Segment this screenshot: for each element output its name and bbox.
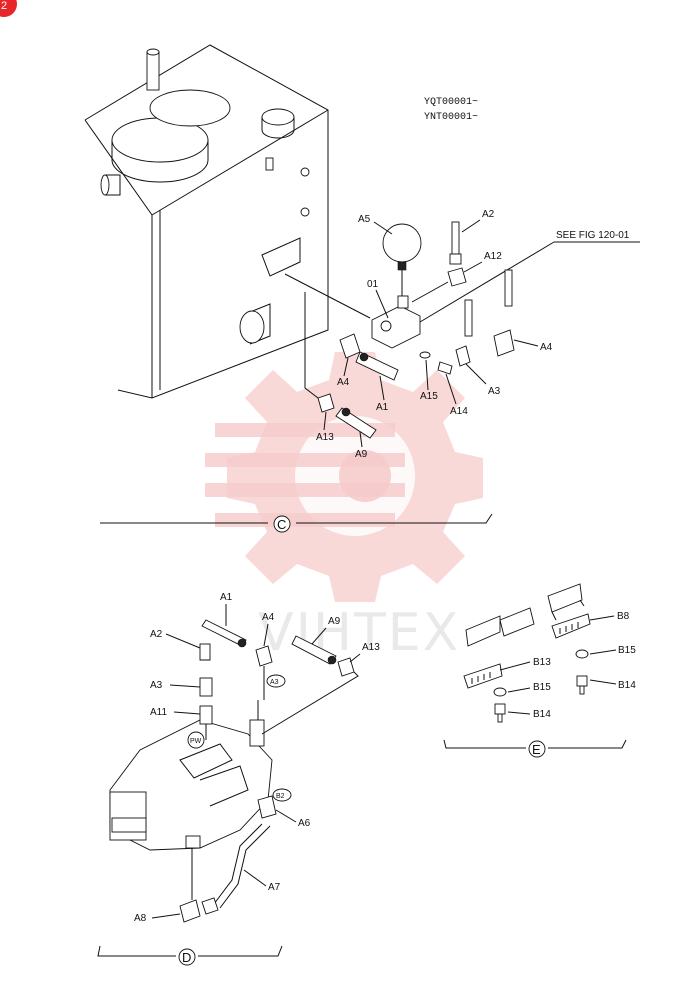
callout-a4-right: A4 [540,342,553,353]
hose-a2 [449,221,462,265]
callout-a3-d: A3 [150,680,163,691]
callout-b15-right: B15 [618,645,636,656]
elbow-a8-d [179,848,219,923]
bracket-set-upper [465,583,585,647]
hydraulic-tank [84,44,371,399]
view-c-marker: C [100,513,493,533]
page-badge: 2 [0,0,17,17]
see-fig-reference: SEE FIG 120-01 [556,230,630,241]
washer-a15 [419,351,431,359]
callout-a3: A3 [488,386,501,397]
elbow-a6-d [257,795,277,819]
watermark-text: VIHTEX [258,603,460,663]
callout-a11-d: A11 [150,707,167,718]
svg-text:A3: A3 [270,679,279,686]
view-e-marker: E [443,739,627,758]
view-e: B8 B13 B15 B15 B14 B14 E [443,583,636,758]
svg-text:PW: PW [190,738,202,745]
plate-b13 [463,663,503,689]
callout-01: 01 [367,279,379,290]
pipe-a9-c [335,407,377,439]
bolt-b14-left [494,703,506,723]
svg-text:B2: B2 [276,793,285,800]
callout-a1-d: A1 [220,592,233,603]
callout-a9-c: A9 [355,449,368,460]
callout-a1: A1 [376,402,389,413]
callout-a4-left: A4 [337,377,350,388]
hydraulic-pump: PW [109,719,273,851]
view-d: PW [97,592,380,966]
callout-a8-d: A8 [134,913,147,924]
see-fig-leader [419,241,640,323]
pipe-a1 [355,351,399,381]
page-badge-label: 2 [1,0,7,12]
accumulator-a5 [382,223,422,296]
view-e-label: E [532,742,541,757]
view-d-label: D [182,950,191,965]
serial-line-2: YNT00001~ [424,112,478,123]
elbow-a12 [411,267,467,303]
callout-a12: A12 [484,251,502,262]
callout-a15: A15 [420,391,438,402]
view-c: A5 A2 A12 01 A4 A4 A1 A15 A14 A3 A13 A9 … [84,44,553,533]
fitting-a13-c [317,393,335,413]
callout-b15-left: B15 [533,682,551,693]
elbow-a4-d [255,645,273,667]
callout-a2: A2 [482,209,495,220]
nut-b15-right [575,649,589,659]
callout-a5: A5 [358,214,371,225]
pipe-connection-d [261,671,359,735]
callout-b8: B8 [617,611,630,622]
callout-b14-left: B14 [533,709,551,720]
callout-a7-d: A7 [268,882,281,893]
callout-a13-d: A13 [362,642,380,653]
callout-b13: B13 [533,657,551,668]
bolt-b14-right [576,675,588,695]
view-d-marker: D [97,945,283,966]
callout-a14: A14 [450,406,468,417]
hose-a1-d [201,619,247,648]
watermark: VIHTEX [205,352,483,663]
valve-block-01 [371,295,421,349]
fitting-a11-d [199,705,213,740]
callout-a6-d: A6 [298,818,311,829]
plate-b8 [551,613,591,639]
serial-line-1: YQT00001~ [424,97,478,108]
fitting-a2-d [199,643,211,661]
callout-a4-d: A4 [262,612,275,623]
hose-a7-d [213,823,271,909]
nut-b15-left [493,687,507,697]
callout-a9-d: A9 [328,616,341,627]
bolt-a14 [437,361,453,375]
callout-a2-d: A2 [150,629,163,640]
callout-a3-ref: A3 [266,674,286,688]
pipe-a9-d [291,635,337,665]
fitting-a3 [455,345,471,367]
view-c-label: C [277,517,286,532]
callout-b2-ref: B2 [272,788,292,802]
a4-leader-pipe [257,666,265,720]
hose-right-group [464,269,515,357]
callout-a13-c: A13 [316,432,334,443]
watermark-gear-logo [205,352,483,602]
callout-b14-right: B14 [618,680,636,691]
fitting-a3-d [199,677,213,697]
